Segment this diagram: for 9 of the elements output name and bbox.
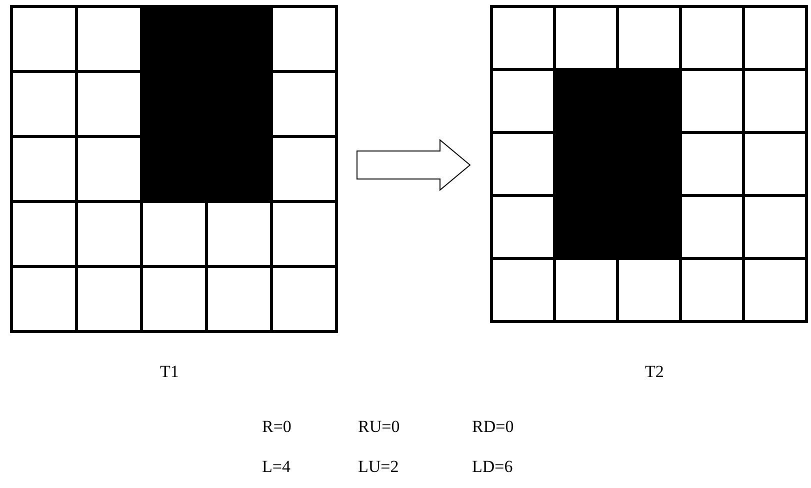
formula-label: LD=6 xyxy=(472,457,513,477)
formula-label: R=0 xyxy=(262,417,292,437)
node-label: T2 xyxy=(645,362,664,382)
formula-label: LU=2 xyxy=(358,457,399,477)
node-label: T1 xyxy=(160,362,179,382)
block-arrow xyxy=(356,138,471,192)
formula-label: L=4 xyxy=(262,457,290,477)
formula-label: RD=0 xyxy=(472,417,514,437)
formula-label: RU=0 xyxy=(358,417,400,437)
